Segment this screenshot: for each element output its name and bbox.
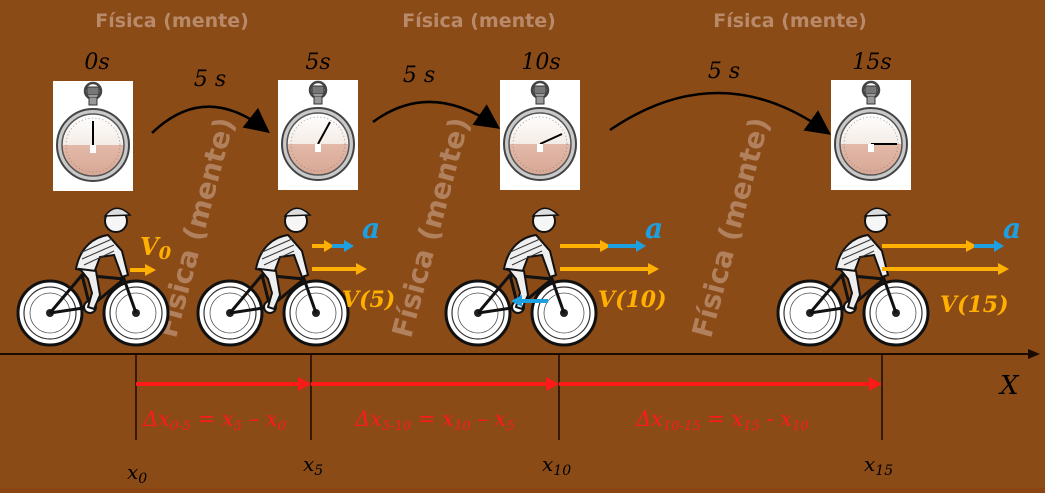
displacement-label-5-10: Δx5-10 = x10 – x5 <box>354 407 515 434</box>
time-labels: 0s 5s 10s 15s <box>84 50 891 75</box>
vector-labels: V0 V(5) V(10) V(15) a a a <box>140 212 1021 318</box>
displacement-label-0-5: Δx0-5 = x5 – x0 <box>142 407 286 434</box>
watermark-top-1: Física (mente) <box>95 10 249 32</box>
top-watermarks: Física (mente) Física (mente) Física (me… <box>95 10 867 32</box>
time-label-5: 5s <box>305 50 330 75</box>
interval-label-2: 5 s <box>403 63 435 88</box>
x-axis: X <box>0 349 1040 401</box>
bicycle-icon <box>16 206 170 347</box>
time-label-15: 15s <box>852 50 891 75</box>
velocity-label-5: V(5) <box>342 287 395 313</box>
time-label-10: 10s <box>521 50 560 75</box>
stopwatch-10 <box>498 78 582 192</box>
acceleration-label-10: a <box>645 212 663 245</box>
interval-arrow-2 <box>372 100 501 129</box>
velocity-label-0: V0 <box>140 232 172 264</box>
interval-label-3: 5 s <box>708 59 740 84</box>
interval-arcs: 5 s 5 s 5 s <box>151 59 832 135</box>
axis-arrowhead <box>1028 349 1040 359</box>
position-ticks <box>135 354 883 440</box>
velocity-label-15: V(15) <box>940 292 1009 318</box>
displacement-arrows <box>136 377 882 391</box>
interval-label-1: 5 s <box>194 67 226 92</box>
time-label-0: 0s <box>84 50 109 75</box>
axis-label: X <box>998 371 1020 401</box>
vector-arrows <box>130 240 1009 307</box>
interval-arrow-3 <box>609 91 832 135</box>
interval-arrow-1 <box>151 105 270 134</box>
stopwatch-icon <box>829 78 913 192</box>
displacement-labels: Δx0-5 = x5 – x0 Δx5-10 = x10 – x5 Δx10-1… <box>142 407 809 434</box>
acceleration-label-5: a <box>362 212 380 245</box>
watermark-rotated-3: Física (mente) <box>686 114 776 341</box>
velocity-label-10: V(10) <box>598 287 667 313</box>
stopwatch-group <box>51 78 913 193</box>
watermark-top-3: Física (mente) <box>713 10 867 32</box>
stopwatch-15 <box>829 78 913 192</box>
watermark-top-2: Física (mente) <box>402 10 556 32</box>
bicycle-icon <box>444 206 598 347</box>
position-labels: x0 x5 x10 x15 <box>127 452 893 487</box>
displacement-label-10-15: Δx10-15 = x15 - x10 <box>635 407 809 434</box>
position-label-x10: x10 <box>542 452 571 479</box>
stopwatch-icon <box>276 78 360 192</box>
position-label-x5: x5 <box>303 452 323 479</box>
stopwatch-5 <box>276 78 360 192</box>
acceleration-label-15: a <box>1003 212 1021 245</box>
stopwatch-0 <box>51 79 135 193</box>
cyclists <box>16 206 930 347</box>
stopwatch-icon <box>498 78 582 192</box>
bicycle-icon <box>196 206 350 347</box>
position-label-x15: x15 <box>864 452 893 479</box>
position-label-x0: x0 <box>127 460 147 487</box>
bicycle-icon <box>776 206 930 347</box>
